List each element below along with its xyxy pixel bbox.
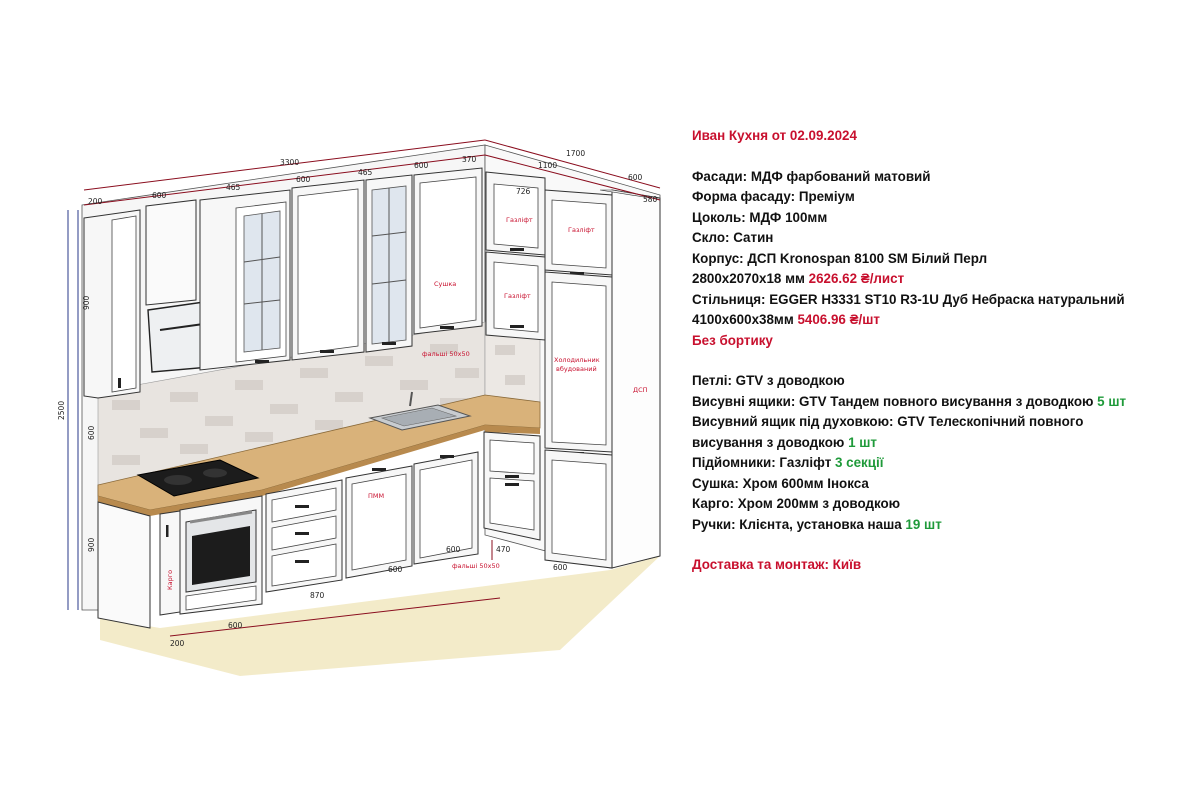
spec-oven-drawer-count: 1 шт bbox=[848, 434, 877, 450]
spec-facades: Фасади: МДФ фарбований матовий bbox=[692, 168, 931, 184]
dim-580: 580 bbox=[643, 195, 658, 204]
spec-drawers-row: Висувні ящики: GTV Тандем повного висува… bbox=[692, 392, 1192, 413]
dim-b200: 200 bbox=[170, 639, 185, 648]
spec-body-size: 2800х2070х18 мм bbox=[692, 271, 805, 286]
dim-465b: 465 bbox=[358, 168, 373, 177]
dim-return-width: 1700 bbox=[566, 149, 585, 158]
spec-plinth: Цоколь: МДФ 100мм bbox=[692, 209, 828, 225]
label-gaslift-3: Газліфт bbox=[504, 292, 531, 300]
spec-oven-drawer-1: Висувний ящик під духовкою: GTV Телескоп… bbox=[692, 414, 1084, 429]
spec-facade-form: Форма фасаду: Преміум bbox=[692, 189, 855, 204]
dim-600c: 600 bbox=[414, 161, 429, 170]
component-labels: Сушка Газліфт Газліфт Газліфт фальші 50х… bbox=[166, 216, 648, 590]
spec-dryer: Сушка: Хром 600мм Інокса bbox=[692, 475, 869, 491]
label-dryer: Сушка bbox=[434, 280, 456, 288]
spec-worktop: Стільниця: EGGER H3331 ST10 R3-1U Дуб Не… bbox=[692, 291, 1125, 307]
label-fridge-2: вбудований bbox=[556, 365, 597, 373]
dim-370: 370 bbox=[462, 155, 477, 164]
spec-drawers-count: 5 шт bbox=[1097, 393, 1127, 409]
dim-600b: 600 bbox=[296, 175, 311, 184]
dim-b870: 870 bbox=[310, 591, 325, 600]
spec-delivery: Доставка та монтаж: Київ bbox=[692, 557, 862, 572]
dim-726: 726 bbox=[516, 187, 531, 196]
spec-drawers: Висувні ящики: GTV Тандем повного висува… bbox=[692, 393, 1094, 409]
dim-b600d: 600 bbox=[553, 563, 568, 572]
spec-body-size-row: 2800х2070х18 мм 2626.62 ₴/лист bbox=[692, 269, 1192, 290]
label-gaslift-1: Газліфт bbox=[506, 216, 533, 224]
label-gaslift-2: Газліфт bbox=[568, 226, 595, 234]
spec-worktop-size: 4100х600х38мм bbox=[692, 312, 794, 327]
base-cabinets bbox=[97, 431, 541, 629]
hob bbox=[136, 459, 260, 497]
dim-b470: 470 bbox=[496, 545, 511, 554]
spec-lifts: Підйомники: Газліфт bbox=[692, 455, 832, 470]
label-fridge-1: Холодильник bbox=[554, 356, 600, 364]
tall-cabinets bbox=[485, 171, 661, 569]
dim-h600-mid: 600 bbox=[87, 425, 96, 440]
spec-sheet: Иван Кухня от 02.09.2024 Фасади: МДФ фар… bbox=[692, 126, 1192, 576]
hood-chimney bbox=[145, 199, 197, 306]
spec-lifts-row: Підйомники: Газліфт 3 секції bbox=[692, 453, 1192, 474]
doc-title: Иван Кухня от 02.09.2024 bbox=[692, 128, 857, 143]
spec-hinges: Петлі: GTV з доводкою bbox=[692, 373, 845, 388]
spec-handles: Ручки: Клієнта, установка наша bbox=[692, 516, 902, 532]
label-filler-top: фальші 50х50 bbox=[422, 350, 470, 358]
dimension-texts: 3300 1700 200 600 465 600 465 600 370 11… bbox=[57, 149, 658, 648]
spec-oven-drawer-row: висування з доводкою 1 шт bbox=[692, 433, 1192, 454]
dim-h900-top: 900 bbox=[82, 295, 91, 310]
dim-200: 200 bbox=[88, 197, 103, 206]
dim-total-width: 3300 bbox=[280, 158, 299, 167]
dim-1100: 1100 bbox=[538, 161, 557, 170]
dim-b600c: 600 bbox=[446, 545, 461, 554]
spec-worktop-size-row: 4100х600х38мм 5406.96 ₴/шт bbox=[692, 310, 1192, 331]
floor bbox=[100, 556, 660, 676]
spec-handles-row: Ручки: Клієнта, установка наша 19 шт bbox=[692, 515, 1192, 536]
dimension-lines bbox=[67, 139, 661, 637]
label-dsp: ДСП bbox=[633, 386, 648, 394]
dim-465a: 465 bbox=[226, 183, 241, 192]
spec-oven-drawer-2: висування з доводкою bbox=[692, 434, 845, 450]
upper-cabinets bbox=[83, 167, 483, 399]
label-cargo: Карго bbox=[166, 570, 174, 590]
dim-b600a: 600 bbox=[228, 621, 243, 630]
spec-worktop-price: 5406.96 ₴/шт bbox=[797, 312, 880, 327]
spec-lifts-count: 3 секції bbox=[834, 455, 884, 470]
spec-body-price: 2626.62 ₴/лист bbox=[808, 271, 905, 286]
label-pmm: ПММ bbox=[368, 492, 384, 500]
dim-b600b: 600 bbox=[388, 565, 403, 574]
spec-cargo: Карго: Хром 200мм з доводкою bbox=[692, 496, 901, 511]
spec-no-border: Без бортику bbox=[692, 332, 773, 348]
dim-600d: 600 bbox=[628, 173, 643, 182]
dim-600a: 600 bbox=[152, 191, 167, 200]
spec-handles-count: 19 шт bbox=[905, 516, 942, 532]
dim-height: 2500 bbox=[57, 401, 66, 420]
side-panel-dsp bbox=[611, 189, 661, 569]
dim-h900-bot: 900 bbox=[87, 537, 96, 552]
label-filler-bottom: фальші 50х50 bbox=[452, 562, 500, 570]
spec-glass: Скло: Сатин bbox=[692, 230, 774, 245]
spec-body: Корпус: ДСП Kronospan 8100 SM Білий Перл bbox=[692, 250, 988, 266]
